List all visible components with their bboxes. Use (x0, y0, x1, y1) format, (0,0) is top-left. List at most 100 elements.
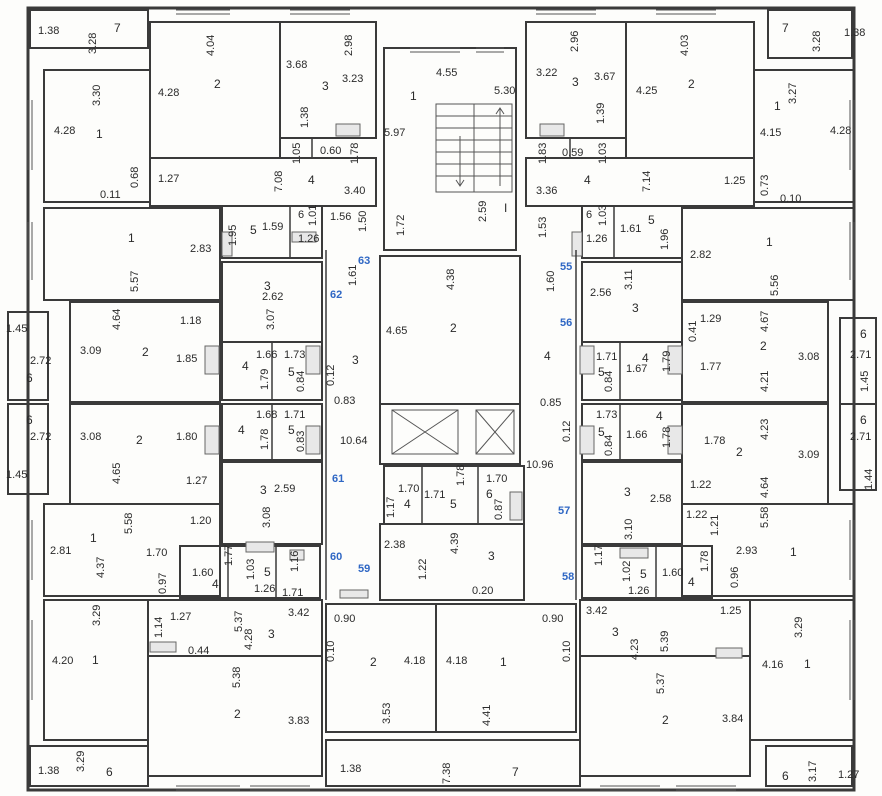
label-a1: 1.38 (38, 25, 60, 37)
label-k8: 3.84 (722, 713, 744, 725)
label-g14: 0.83 (295, 430, 307, 452)
label-d17: 1.26 (586, 233, 608, 245)
label-j2: 1.27 (170, 611, 192, 623)
label-c5: 4.03 (679, 34, 691, 56)
unit-63: 63 (358, 255, 371, 267)
label-l9: 1.27 (838, 769, 860, 781)
label-c6: 7 (782, 21, 789, 35)
label-f23: 1.77 (700, 361, 722, 373)
label-a9: 2 (214, 77, 221, 91)
label-i9: 4 (212, 577, 219, 591)
room-center-elevators (379, 403, 521, 465)
label-f8: 1.85 (176, 353, 198, 365)
label-d25: 1.60 (545, 270, 557, 292)
label-c17: 0.59 (562, 147, 584, 159)
label-h10: 1.78 (455, 464, 467, 486)
room-left-top-1 (43, 69, 151, 203)
label-g8: 1.27 (186, 475, 208, 487)
label-j9: 4.20 (52, 655, 74, 667)
label-a11: 3.30 (91, 84, 103, 106)
label-g16: 0.85 (540, 397, 562, 409)
label-j8: 0.44 (188, 645, 210, 657)
label-c22: 1.25 (724, 175, 746, 187)
label-a17: 1.78 (349, 142, 361, 164)
label-i14: 1.16 (289, 550, 301, 572)
label-j10: 1 (92, 653, 99, 667)
label-a10: 4.28 (158, 87, 180, 99)
label-i21: 1.22 (417, 558, 429, 580)
label-i19: 4.39 (449, 532, 461, 554)
label-f5: 4.64 (111, 308, 123, 330)
label-l3: 6 (106, 765, 113, 779)
label-i33: 1.60 (662, 567, 684, 579)
label-k2: 2 (234, 707, 241, 721)
label-a14: 1.38 (299, 106, 311, 128)
label-h1: 3 (260, 483, 267, 497)
label-k7: 2 (662, 713, 669, 727)
label-f4: 3.09 (80, 345, 102, 357)
label-a18: 7.08 (273, 170, 285, 192)
label-f13: 5 (288, 365, 295, 379)
label-d4: 1.95 (227, 224, 239, 246)
label-k4: 3.53 (381, 702, 393, 724)
label-a23: 3.40 (344, 185, 366, 197)
label-i5: 4.37 (95, 556, 107, 578)
label-g21: 1.66 (626, 429, 648, 441)
label-i29: 1.17 (593, 544, 605, 566)
label-h6: 4 (404, 497, 411, 511)
label-j6: 3 (268, 627, 275, 641)
label-d8: 1.01 (307, 204, 319, 226)
label-h17: 3.10 (623, 518, 635, 540)
label-e6: 4.65 (386, 325, 408, 337)
room-left-corner-bottom (29, 745, 149, 787)
label-a4: 4.04 (205, 34, 217, 56)
label-i23: 1.22 (686, 509, 708, 521)
room-right-hall-4 (525, 157, 755, 207)
label-d10: 1.56 (330, 211, 352, 223)
room-left-corner-top (29, 9, 149, 49)
label-d6: 1.59 (262, 221, 284, 233)
label-l1: 1.38 (38, 765, 60, 777)
label-f21: 0.41 (687, 320, 699, 342)
label-h9: 5 (450, 497, 457, 511)
label-j11: 0.90 (334, 613, 356, 625)
label-a13: 1 (96, 127, 103, 141)
label-f7: 2 (142, 345, 149, 359)
label-j26: 1 (804, 657, 811, 671)
room-left-top-3 (279, 21, 377, 139)
label-j22: 1.25 (720, 605, 742, 617)
balcony-left-1 (7, 311, 49, 401)
label-j12: 0.10 (325, 640, 337, 662)
label-e4: 1.61 (347, 264, 359, 286)
label-d3: 5.57 (129, 270, 141, 292)
label-l5: 7.38 (441, 762, 453, 784)
label-e8: 3.11 (623, 269, 635, 290)
label-a7: 3.23 (342, 73, 364, 85)
label-f26: 6 (860, 327, 867, 341)
unit-61: 61 (332, 473, 345, 485)
label-g29: 1.22 (690, 479, 712, 491)
label-j5: 4.28 (243, 628, 255, 650)
label-g17: 0.12 (561, 420, 573, 442)
label-a8: 3 (322, 79, 329, 93)
label-j23: 4.23 (629, 638, 641, 660)
label-c10: 2 (688, 77, 695, 91)
label-c18: 1.03 (597, 142, 609, 164)
label-h4: 3.08 (261, 506, 273, 528)
label-i18: 2.38 (384, 539, 406, 551)
label-d23: 5.56 (769, 274, 781, 296)
label-c23: 0.73 (759, 174, 771, 196)
label-a22: 0.11 (100, 189, 121, 201)
room-left-bottom-2 (147, 655, 323, 777)
label-h11: 1.70 (486, 473, 508, 485)
label-g33: 10.96 (526, 459, 554, 471)
label-f17: 0.83 (334, 395, 356, 407)
label-i1: 1 (90, 531, 97, 545)
label-c1: 2.96 (569, 30, 581, 52)
room-left-1c (43, 503, 221, 597)
label-b6: I (504, 201, 508, 215)
label-j20: 3 (612, 625, 619, 639)
label-k1: 5.38 (231, 666, 243, 688)
label-i10: 1.77 (223, 544, 235, 566)
label-f32: 4 (642, 351, 649, 365)
